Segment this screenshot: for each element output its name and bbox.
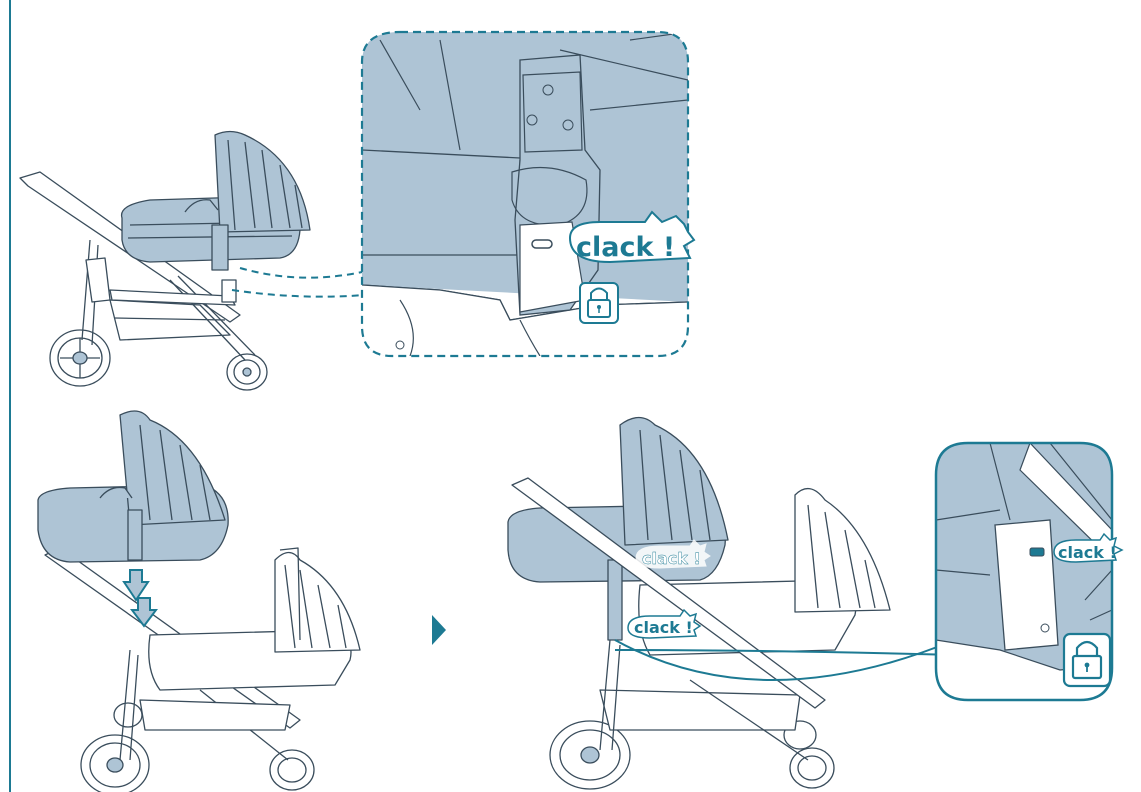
- padlock-icon: [580, 283, 618, 323]
- double-stroller-assembly: [38, 411, 360, 792]
- rear-wheel: [50, 330, 110, 386]
- rear-wheel-right: [550, 721, 630, 789]
- front-wheel: [227, 354, 267, 390]
- front-wheel-right: [790, 748, 834, 788]
- clack-label-zoom: clack !: [1058, 543, 1117, 562]
- release-button: [532, 240, 552, 248]
- padlock-icon-right: [1064, 634, 1110, 686]
- stroller-with-carrycot-top: [20, 132, 310, 391]
- clack-label-seat: clack !: [642, 549, 701, 568]
- double-stroller-assembled: [508, 418, 890, 790]
- clack-label-top: clack !: [576, 232, 675, 263]
- zoom-detail-top: clack !: [362, 32, 694, 356]
- zoom-detail-right: clack !: [936, 443, 1122, 700]
- rear-wheel-left: [81, 735, 149, 792]
- front-wheel-left: [270, 750, 314, 790]
- next-step-triangle-icon: [432, 615, 446, 645]
- zoom-connector-top: [232, 268, 364, 297]
- clack-label-frame: clack !: [634, 618, 693, 637]
